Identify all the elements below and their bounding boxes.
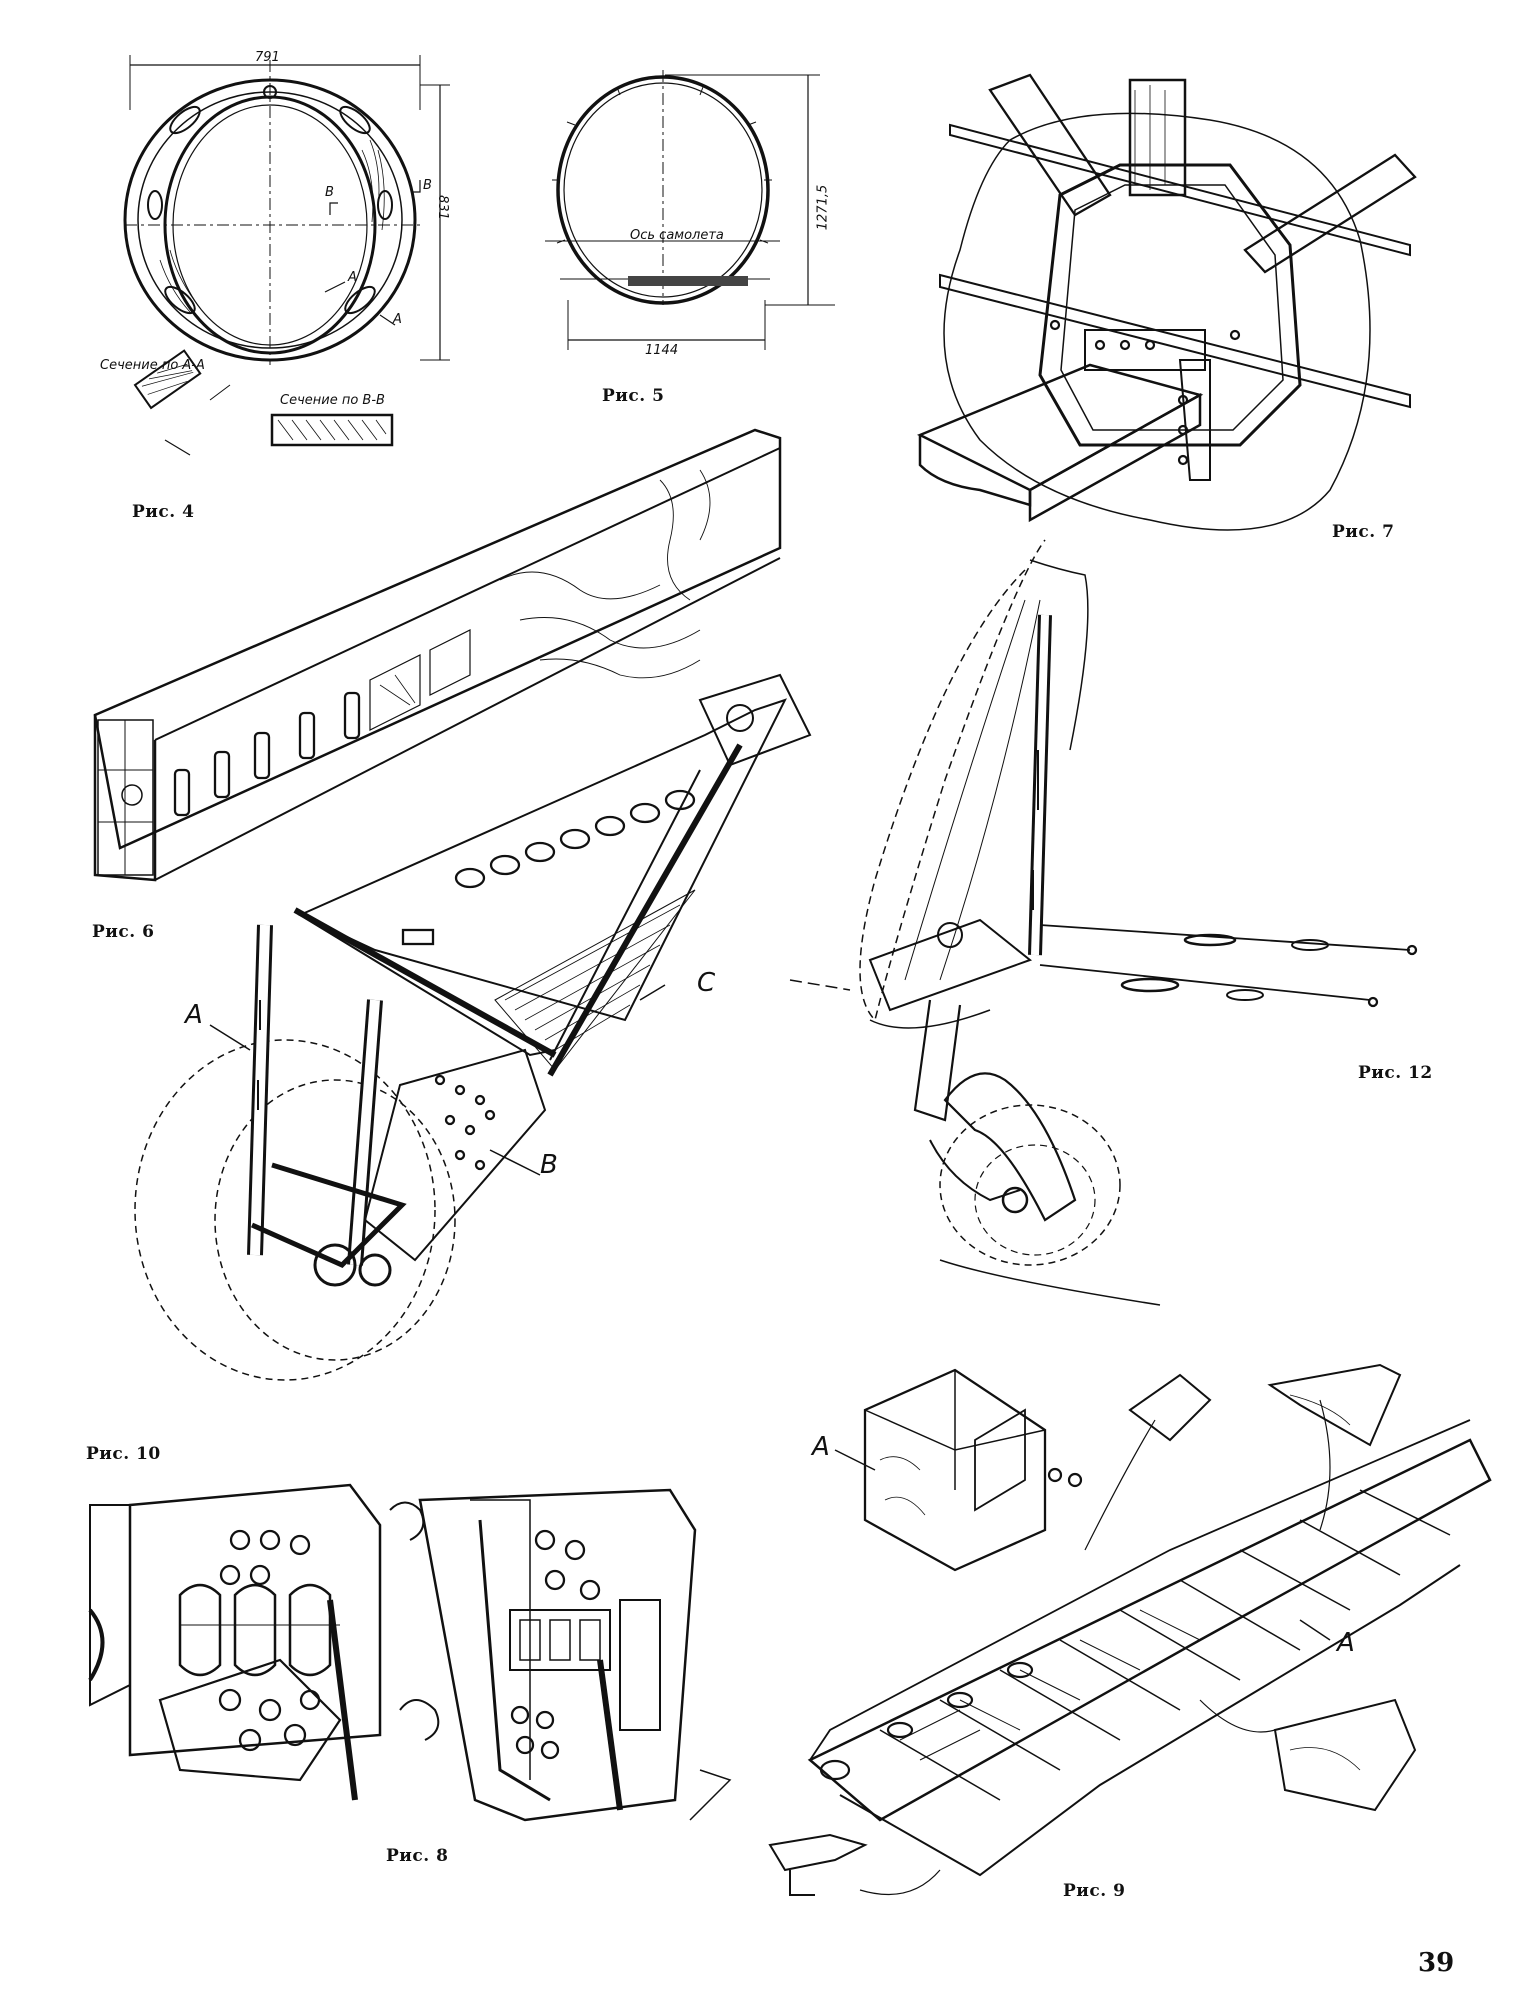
fig6-caption: Рис. 6 <box>92 922 155 942</box>
fig12-caption: Рис. 12 <box>1358 1063 1433 1083</box>
fig4-mark-a1: A <box>348 270 357 285</box>
fig4-section-bb: Сечение по В-В <box>280 393 385 408</box>
fig10-label-a: A <box>185 1000 203 1030</box>
fig4-section-aa: Сечение по А-А <box>100 358 205 373</box>
fig5-dim-width: 1144 <box>645 343 679 358</box>
fig4-dim-width: 791 <box>255 50 280 65</box>
fig5-axis-label: Ось самолета <box>630 228 724 243</box>
fig9-label-a1: A <box>812 1432 830 1462</box>
fig4-mark-a2: A <box>393 312 402 327</box>
fig9-caption: Рис. 9 <box>1063 1881 1126 1901</box>
fig10-label-c: C <box>697 968 716 998</box>
fig4-mark-b1: B <box>325 185 334 200</box>
fig8-caption: Рис. 8 <box>386 1846 449 1866</box>
fig4-mark-b2: B <box>423 178 432 193</box>
fig10-caption: Рис. 10 <box>86 1444 161 1464</box>
fig9-label-a2: A <box>1337 1628 1355 1658</box>
fig4-caption: Рис. 4 <box>132 502 195 522</box>
page-number: 39 <box>1418 1948 1455 1978</box>
fig5-caption: Рис. 5 <box>602 386 665 406</box>
fig10-label-b: B <box>540 1150 558 1180</box>
fig7-caption: Рис. 7 <box>1332 522 1395 542</box>
